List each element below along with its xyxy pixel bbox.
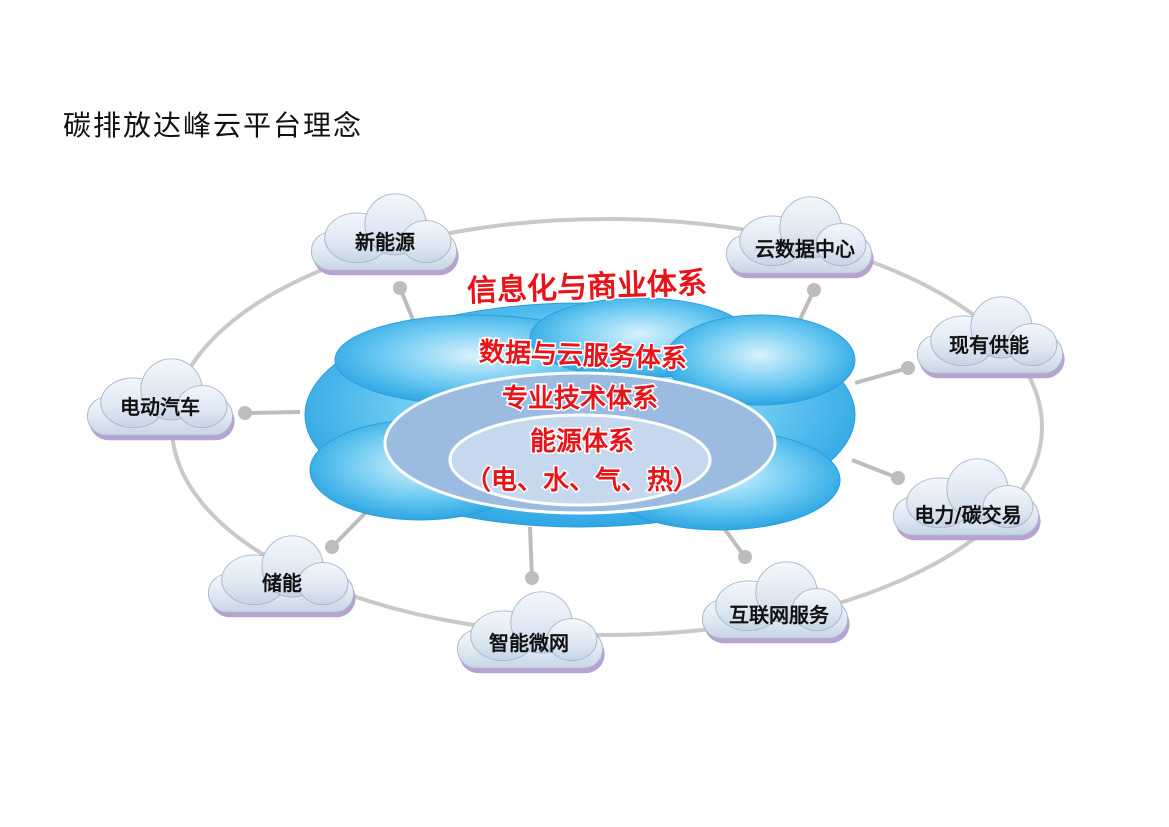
node-smart-microgrid: 智能微网 (456, 591, 605, 674)
node-storage: 储能 (207, 535, 356, 618)
node-internet-service: 互联网服务 (701, 561, 850, 644)
node-new-energy: 新能源 (310, 193, 459, 276)
node-electric-vehicle: 电动汽车 (86, 358, 235, 441)
node-existing-supply: 现有供能 (916, 296, 1065, 379)
node-label: 电动汽车 (120, 395, 200, 419)
node-label: 互联网服务 (729, 603, 830, 627)
node-label: 智能微网 (489, 631, 569, 655)
node-label: 现有供能 (949, 333, 1029, 357)
node-label: 储能 (262, 571, 302, 595)
node-label: 新能源 (355, 230, 415, 254)
node-label: 电力/碳交易 (914, 503, 1021, 527)
layer-label-professional: 专业技术体系 (502, 384, 658, 414)
node-label: 云数据中心 (755, 237, 855, 261)
energy-layer (448, 413, 712, 507)
layer-label-energy: 能源体系 (530, 426, 634, 457)
node-cloud-data-center: 云数据中心 (725, 196, 874, 279)
node-power-carbon-trade: 电力/碳交易 (892, 458, 1041, 541)
layer-label-energy-detail: （电、水、气、热） (465, 465, 699, 496)
page-title: 碳排放达峰云平台理念 (63, 109, 364, 142)
